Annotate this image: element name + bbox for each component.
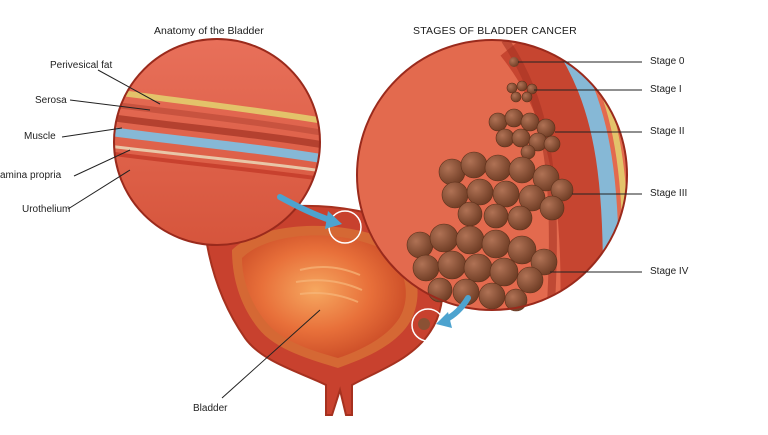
label-stage-2: Stage II [650,126,685,137]
label-serosa: Serosa [35,95,67,106]
label-muscle: Muscle [24,131,56,142]
label-stage-1: Stage I [650,84,682,95]
label-bladder: Bladder [193,403,228,414]
label-urothelium: Urothelium [22,204,71,215]
stages-title: STAGES OF BLADDER CANCER [413,25,577,37]
wall-layers-magnified [113,38,321,246]
stages-magnified [356,39,628,312]
label-perivesical-fat: Perivesical fat [50,60,113,71]
label-stage-0: Stage 0 [650,56,685,67]
leader-lines [61,61,642,399]
label-lamina-propria: amina propria [0,170,62,181]
anatomy-title: Anatomy of the Bladder [154,25,264,37]
label-stage-4: Stage IV [650,266,689,277]
label-stage-3: Stage III [650,188,688,199]
zoom-indicators [277,194,471,342]
bladder-organ [203,204,444,416]
